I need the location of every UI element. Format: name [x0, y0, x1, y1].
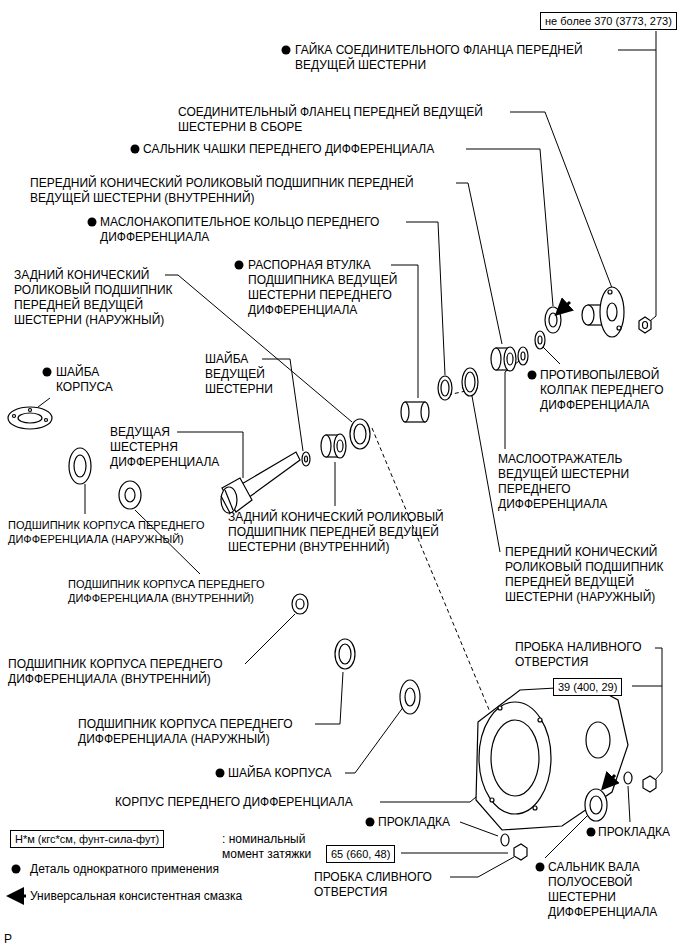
part-label: ПОДШИПНИК КОРПУСА ПЕРЕДНЕГО ДИФФЕРЕНЦИАЛ… [68, 577, 298, 605]
torque-value: Н*м (кгс*см, фунт-сила-фут) [15, 833, 159, 845]
part-label: ПЕРЕДНИЙ КОНИЧЕСКИЙ РОЛИКОВЫЙ ПОДШИПНИК … [30, 176, 470, 206]
part-label: ШАЙБА КОРПУСА [228, 766, 378, 781]
part-label: ПРОКЛАДКА [598, 825, 690, 840]
part-label: ПОДШИПНИК КОРПУСА ПЕРЕДНЕГО ДИФФЕРЕНЦИАЛ… [8, 657, 263, 687]
torque-value: 39 (400, 29) [558, 681, 617, 693]
part-label: ВЕДУЩАЯ ШЕСТЕРНЯ ДИФФЕРЕНЦИАЛА [110, 425, 230, 470]
part-label: САЛЬНИК ЧАШКИ ПЕРЕДНЕГО ДИФФЕРЕНЦИАЛА [143, 142, 523, 157]
part-label: МАСЛООТРАЖАТЕЛЬ ВЕДУЩЕЙ ШЕСТЕРНИ ПЕРЕДНЕ… [498, 452, 648, 512]
part-label: ПОДШИПНИК КОРПУСА ПЕРЕДНЕГО ДИФФЕРЕНЦИАЛ… [78, 717, 333, 747]
torque-box: 39 (400, 29) [553, 678, 622, 696]
part-label: СОЕДИНИТЕЛЬНЫЙ ФЛАНЕЦ ПЕРЕДНЕЙ ВЕДУЩЕЙ Ш… [178, 105, 528, 135]
part-label: ШАЙБА КОРПУСА [56, 365, 126, 395]
part-label: ГАЙКА СОЕДИНИТЕЛЬНОГО ФЛАНЦА ПЕРЕДНЕЙ ВЕ… [295, 43, 640, 73]
torque-box: Н*м (кгс*см, фунт-сила-фут) [10, 830, 164, 848]
part-label: ПОДШИПНИК КОРПУСА ПЕРЕДНЕГО ДИФФЕРЕНЦИАЛ… [8, 518, 213, 546]
part-label: P [4, 932, 24, 947]
part-label: МАСЛОНАКОПИТЕЛЬНОЕ КОЛЬЦО ПЕРЕДНЕГО ДИФФ… [100, 215, 430, 245]
torque-value: не более 370 (3773, 273) [545, 15, 672, 27]
part-label: ПРОКЛАДКА [378, 815, 478, 830]
legend-text: Деталь однократного применения [30, 862, 330, 877]
part-label: САЛЬНИК ВАЛА ПОЛУОСЕВОЙ ШЕСТЕРНИ ДИФФЕРЕ… [548, 860, 678, 920]
part-label: КОРПУС ПЕРЕДНЕГО ДИФФЕРЕНЦИАЛА [115, 795, 415, 810]
part-label: ШАЙБА ВЕДУЩЕЙ ШЕСТЕРНИ [205, 352, 285, 397]
torque-box: 65 (660, 48) [326, 845, 395, 863]
part-label: ЗАДНИЙ КОНИЧЕСКИЙ РОЛИКОВЫЙ ПОДШИПНИК ПЕ… [14, 268, 194, 328]
part-label: ПРОТИВОПЫЛЕВОЙ КОЛПАК ПЕРЕДНЕГО ДИФФЕРЕН… [540, 368, 688, 413]
legend-text: Универсальная консистентная смазка [30, 889, 350, 904]
part-label: РАСПОРНАЯ ВТУЛКА ПОДШИПНИКА ВЕДУЩЕЙ ШЕСТ… [248, 258, 418, 318]
part-label: ЗАДНИЙ КОНИЧЕСКИЙ РОЛИКОВЫЙ ПОДШИПНИК ПЕ… [228, 510, 478, 555]
part-label: ПРОБКА НАЛИВНОГО ОТВЕРСТИЯ [515, 640, 665, 670]
part-label: ПРОБКА СЛИВНОГО ОТВЕРСТИЯ [314, 870, 454, 900]
torque-value: 65 (660, 48) [331, 848, 390, 860]
legend-text: : номинальный момент затяжки [222, 832, 332, 862]
part-label: ПЕРЕДНИЙ КОНИЧЕСКИЙ РОЛИКОВЫЙ ПОДШИПНИК … [505, 545, 687, 605]
torque-box: не более 370 (3773, 273) [540, 12, 677, 30]
